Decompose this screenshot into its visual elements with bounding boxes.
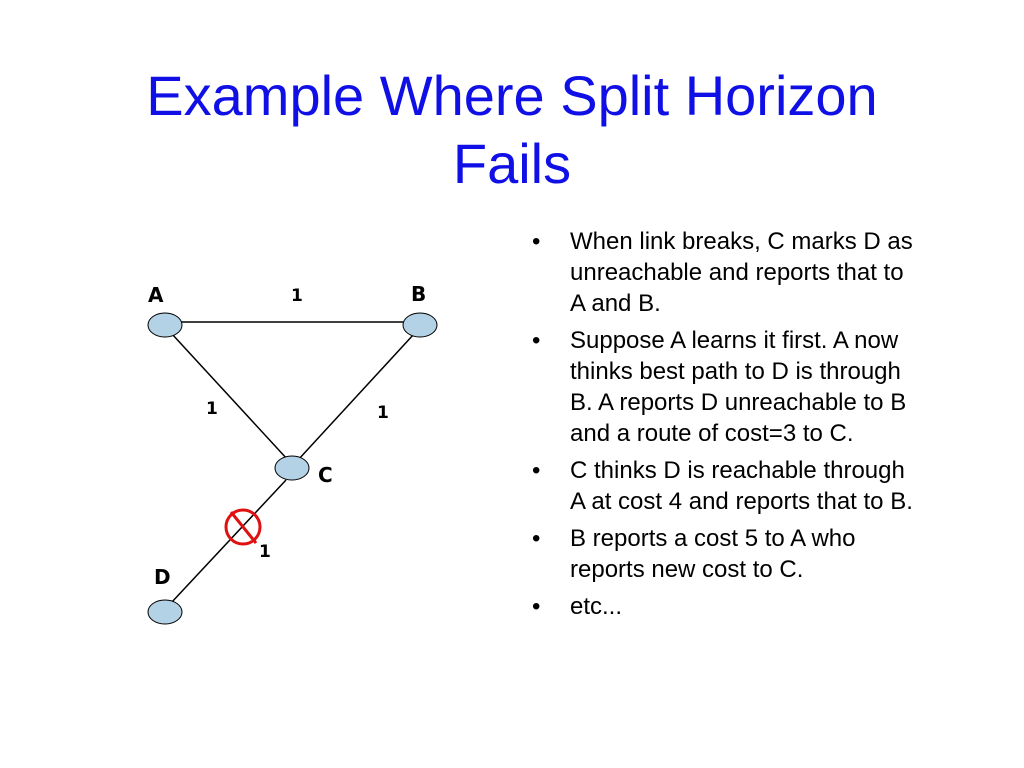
cost-label-b-c: 1 bbox=[377, 403, 389, 423]
bullet-item: • B reports a cost 5 to A who reports ne… bbox=[530, 523, 915, 585]
slide-title-line-2: Fails bbox=[452, 132, 572, 195]
node-b bbox=[402, 312, 438, 338]
bullet-text: C thinks D is reachable through A at cos… bbox=[570, 457, 913, 515]
node-label-c: C bbox=[318, 463, 333, 487]
bullet-text: When link breaks, C marks D as unreachab… bbox=[570, 228, 913, 317]
link-break-icon bbox=[224, 508, 262, 546]
bullet-item: • etc... bbox=[530, 591, 915, 622]
cost-label-a-c: 1 bbox=[206, 399, 218, 419]
slide-title-line-1: Example Where Split Horizon bbox=[146, 64, 878, 127]
node-a bbox=[147, 312, 183, 338]
bullet-item: • When link breaks, C marks D as unreach… bbox=[530, 226, 915, 319]
node-label-d: D bbox=[154, 565, 171, 589]
cost-label-c-d: 1 bbox=[259, 542, 271, 562]
bullet-text: etc... bbox=[570, 593, 623, 620]
node-label-b: B bbox=[411, 282, 426, 306]
edge-c-d bbox=[170, 479, 287, 604]
bullet-dot: • bbox=[532, 525, 541, 552]
bullet-item: • Suppose A learns it first. A now think… bbox=[530, 325, 915, 449]
cost-label-a-b: 1 bbox=[291, 286, 303, 306]
node-c bbox=[274, 455, 310, 481]
node-d bbox=[147, 599, 183, 625]
node-label-a: A bbox=[148, 283, 164, 307]
bullet-text: B reports a cost 5 to A who reports new … bbox=[570, 525, 856, 583]
bullet-dot: • bbox=[532, 228, 541, 255]
bullet-dot: • bbox=[532, 457, 541, 484]
bullet-list: • When link breaks, C marks D as unreach… bbox=[530, 226, 950, 628]
edge-a-c bbox=[171, 333, 289, 461]
bullet-item: • C thinks D is reachable through A at c… bbox=[530, 455, 915, 517]
bullet-text: Suppose A learns it first. A now thinks … bbox=[570, 327, 907, 447]
bullet-dot: • bbox=[532, 593, 541, 620]
bullet-dot: • bbox=[532, 327, 541, 354]
slide-title: Example Where Split Horizon Fails bbox=[0, 62, 1024, 198]
edge-b-c bbox=[297, 333, 415, 461]
